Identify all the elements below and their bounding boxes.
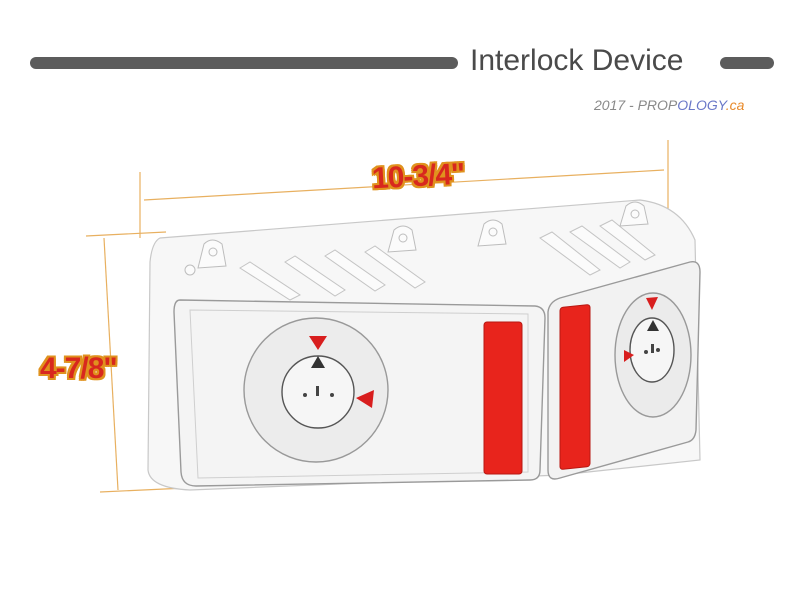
height-dimension-lines (85, 231, 187, 493)
credit-part-2: OLOGY (677, 97, 726, 113)
credit-part-1: 2017 - PROP (594, 97, 678, 113)
right-dial-triangle (647, 320, 659, 331)
right-face (547, 261, 701, 480)
left-arrow-side (356, 390, 374, 408)
header-bar-left (30, 57, 458, 69)
header-bar-right (720, 57, 774, 69)
top-ribs (239, 219, 656, 301)
width-dimension-label: 10-3/4" (371, 157, 466, 196)
mounting-tabs (184, 201, 649, 276)
left-arrow-top (309, 336, 327, 350)
left-face (173, 299, 546, 487)
page-title: Interlock Device (470, 44, 684, 77)
width-dimension-lines (139, 140, 669, 238)
left-reflector (483, 321, 523, 475)
credit-part-3: .ca (725, 97, 745, 113)
credit-text: 2017 - PROPOLOGY.ca (594, 97, 744, 113)
right-reflector (559, 304, 591, 470)
right-arrow-top (646, 297, 658, 310)
right-arrow-side (624, 350, 634, 362)
left-dial-triangle (311, 356, 325, 368)
height-dimension-label: 4-7/8" (40, 352, 118, 385)
